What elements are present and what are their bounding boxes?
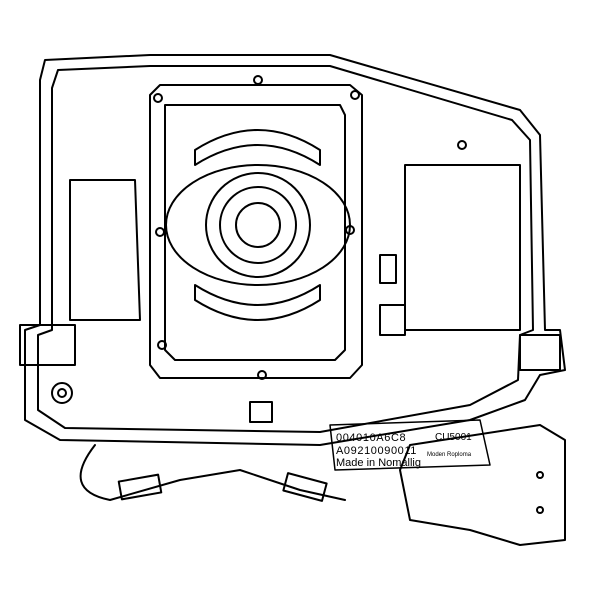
mount-bolt [51,382,73,404]
disc-ring-1 [205,172,311,278]
label-plate [329,419,491,471]
right-window [404,164,521,331]
slot-bottom [194,284,321,321]
screw [253,75,263,85]
bottom-block [249,401,273,423]
label-origin: Made in Nomallig [336,457,421,469]
screw [457,140,467,150]
left-window [69,179,141,321]
screw [257,370,267,380]
side-module [399,424,566,546]
central-plate-inner [164,104,346,361]
screw [345,225,355,235]
harness-plug [282,472,328,502]
small-connector [379,254,397,284]
disc-outer [165,164,351,286]
label-manufacturer: Moden Roploma [427,452,472,458]
disc-center [235,202,281,248]
wire-harness [79,444,346,501]
label-serial: A09210090011 [336,445,418,457]
screw [155,227,165,237]
block-connector [379,304,406,336]
right-clip [519,334,561,371]
screw [536,471,544,479]
outer-frame [24,54,566,446]
label-model: CU5001 [435,432,472,443]
central-plate [149,84,363,379]
slot-top [194,129,321,166]
label-part-code: 004010A6C8 [336,432,407,444]
screw [536,506,544,514]
screw [153,93,163,103]
screw [350,90,360,100]
screw [157,340,167,350]
harness-plug [117,473,163,501]
left-clip [19,324,76,366]
mount-bolt-center [57,388,67,398]
disc-ring-2 [219,186,297,264]
